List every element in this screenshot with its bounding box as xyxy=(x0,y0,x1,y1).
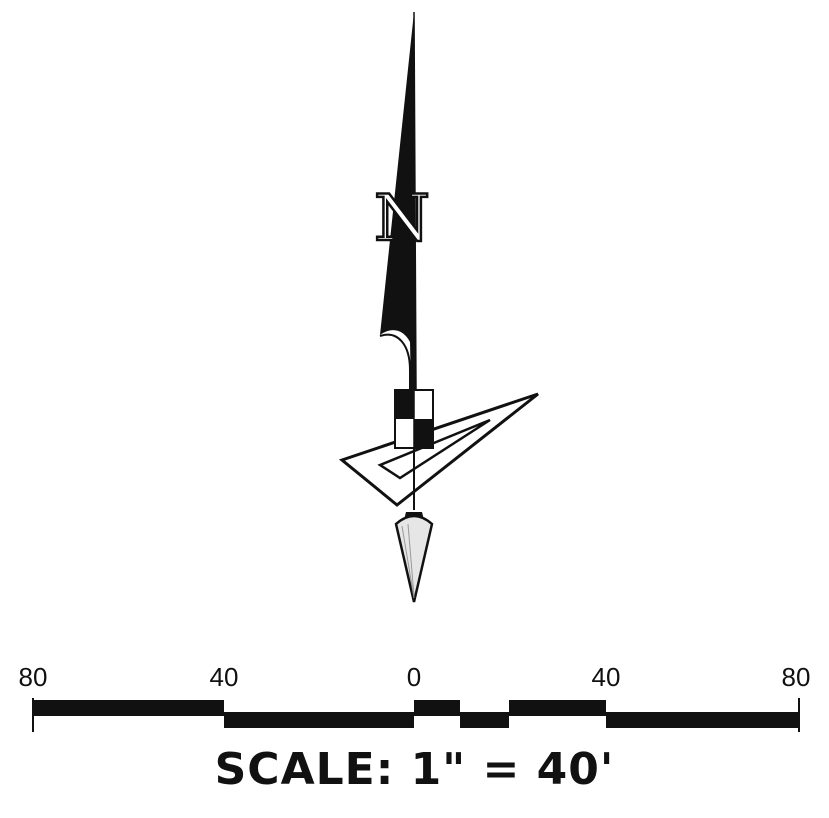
scale-bar xyxy=(32,698,800,732)
scale-title: SCALE: 1" = 40' xyxy=(214,744,615,795)
checker-target-icon xyxy=(394,389,434,449)
north-needle xyxy=(380,12,416,390)
scale-tick-label: 80 xyxy=(781,662,811,692)
scale-segment xyxy=(606,712,799,728)
scale-tick-label: 40 xyxy=(591,662,621,692)
scale-tick-label: 0 xyxy=(406,662,422,692)
scale-segment xyxy=(414,700,460,716)
scale-tick-label: 80 xyxy=(18,662,48,692)
scale-segment xyxy=(33,700,224,716)
scale-tick-label: 40 xyxy=(209,662,239,692)
scale-segment xyxy=(460,712,509,728)
needle-edge xyxy=(413,11,417,393)
scale-segment xyxy=(224,712,414,728)
plumb-bob-icon xyxy=(394,512,434,603)
drafting-triangle-icon xyxy=(338,392,539,507)
scale-segment xyxy=(509,700,606,716)
needle-notch xyxy=(379,333,411,392)
north-letter: N xyxy=(374,182,430,256)
